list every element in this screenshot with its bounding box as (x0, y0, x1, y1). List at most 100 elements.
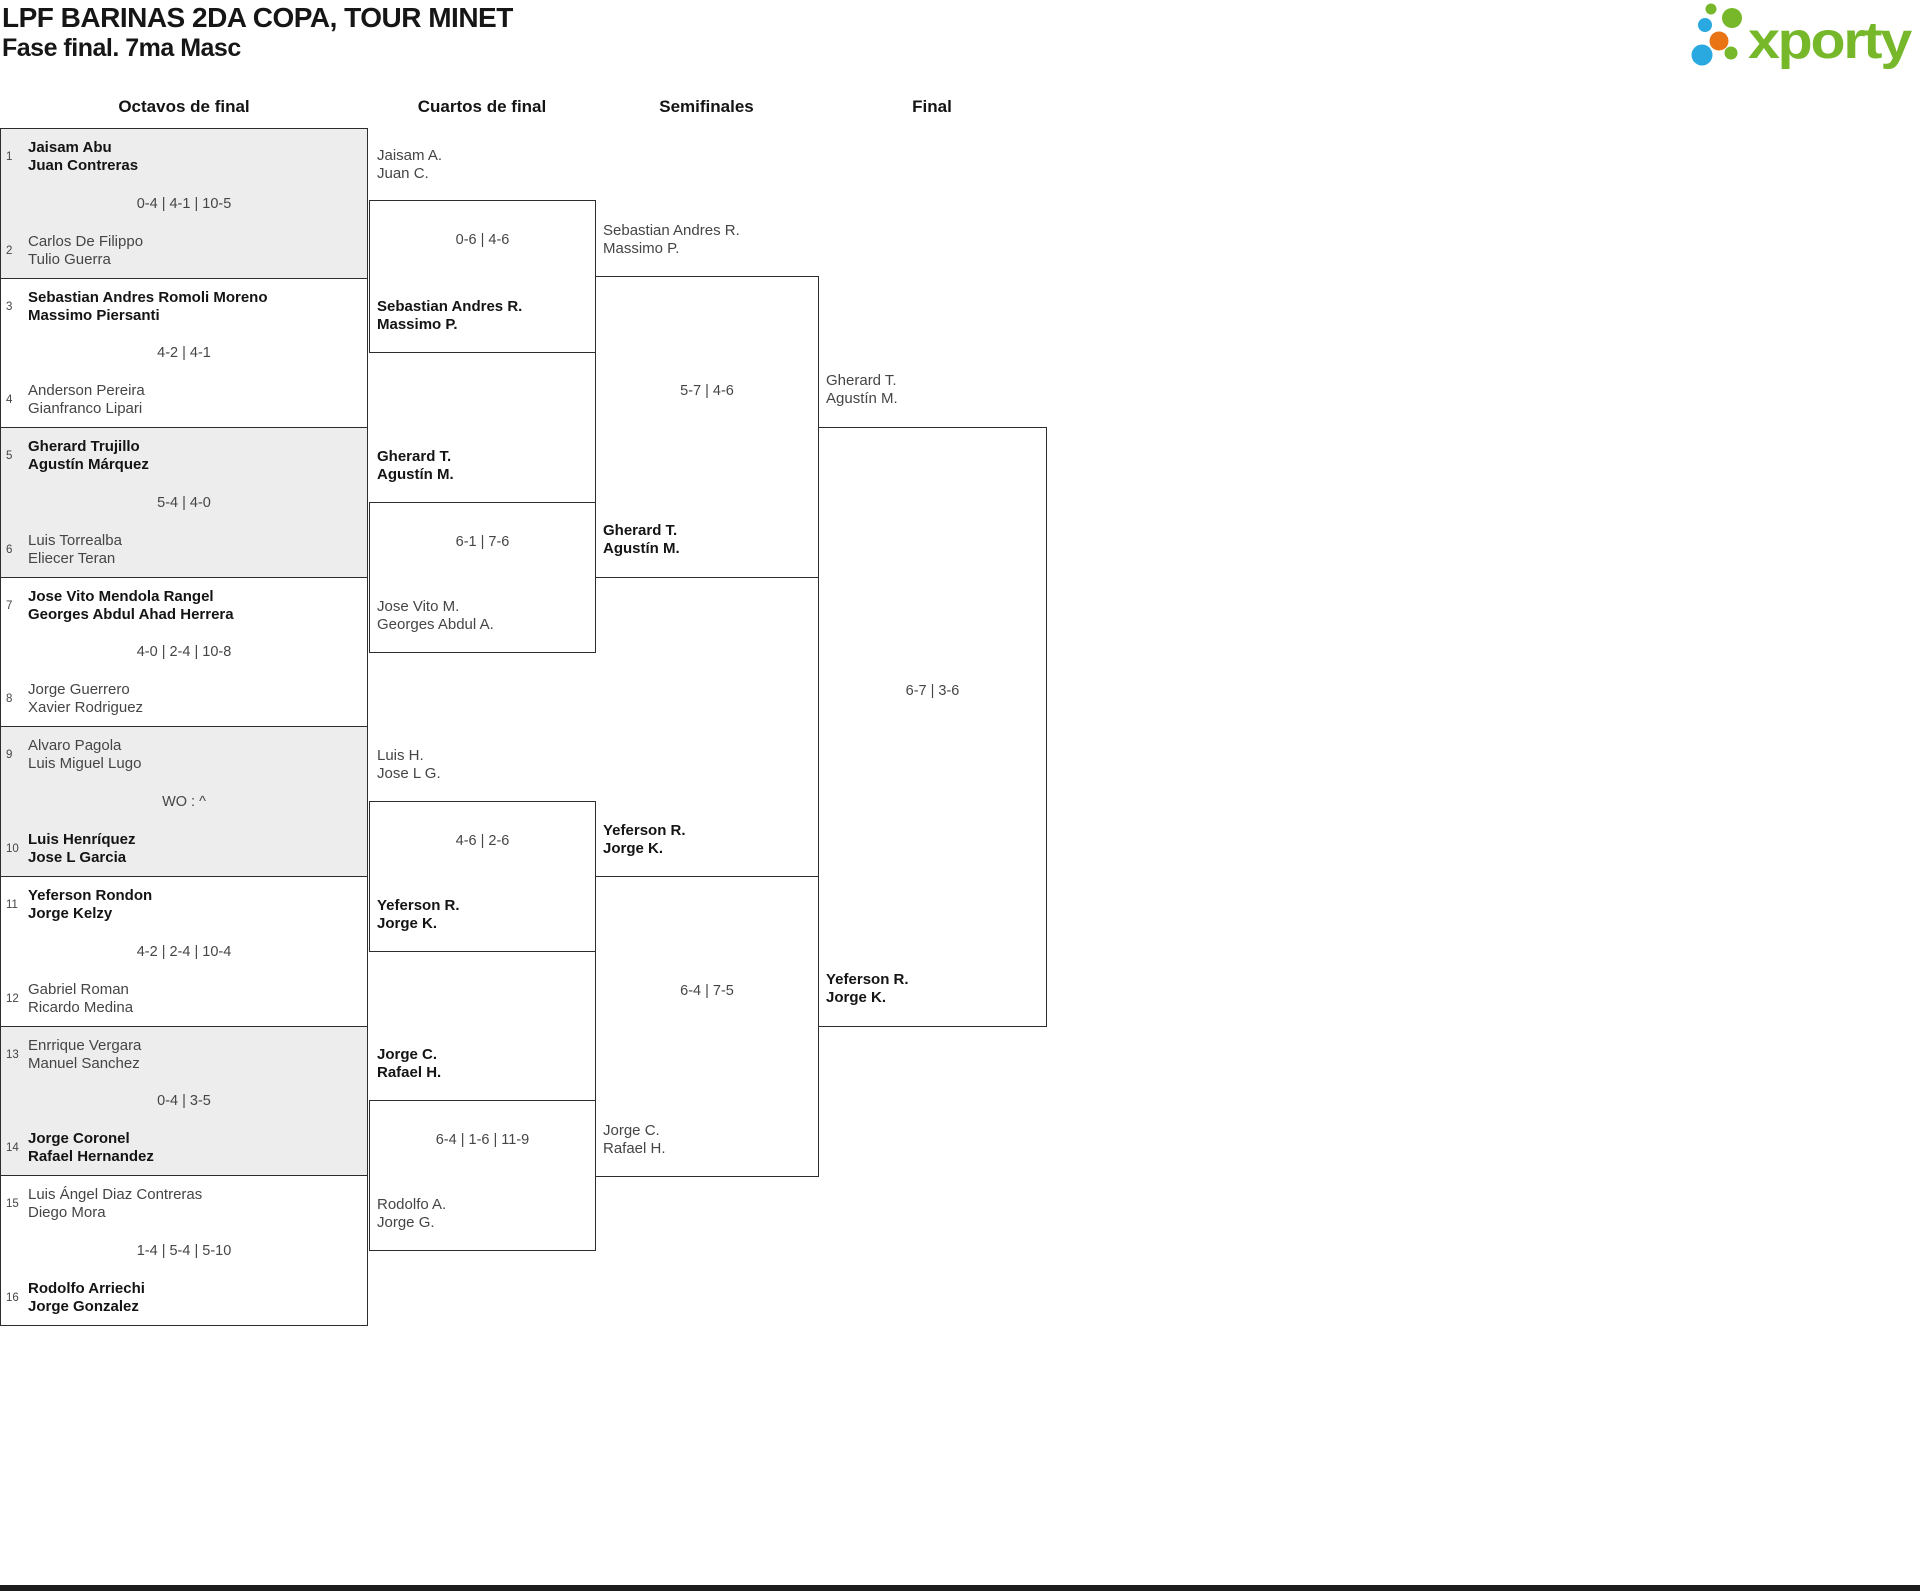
player-name: Gianfranco Lipari (28, 399, 143, 417)
player-name: Jorge Kelzy (28, 904, 113, 922)
player-name: Agustín M. (377, 465, 454, 483)
team-slot: 1 Jaisam Abu Juan Contreras (6, 139, 362, 174)
team-slot: 2 Carlos De Filippo Tulio Guerra (6, 233, 362, 268)
player-name: Luis Torrealba (28, 532, 122, 549)
team-names: Anderson Pereira Gianfranco Lipari (28, 382, 145, 417)
team-slot: 7 Jose Vito Mendola Rangel Georges Abdul… (6, 588, 362, 623)
logo-wordmark: xporty (1748, 12, 1912, 70)
team-slot: 12 Gabriel Roman Ricardo Medina (6, 981, 362, 1016)
team-slot: 8 Jorge Guerrero Xavier Rodriguez (6, 681, 362, 716)
player-name: Jorge Gonzalez (28, 1297, 139, 1315)
match-score: 6-1 | 7-6 (455, 534, 510, 550)
player-name: Rafael H. (603, 1139, 666, 1157)
player-name: Jose Vito M. (377, 598, 460, 615)
match-octavos-8[interactable]: 15 Luis Ángel Diaz Contreras Diego Mora … (0, 1175, 368, 1326)
seed-number: 2 (6, 244, 13, 257)
match-score: 0-4 | 3-5 (157, 1093, 211, 1109)
horizontal-scrollbar[interactable] (0, 1585, 1920, 1591)
team-names: Luis Torrealba Eliecer Teran (28, 532, 122, 567)
match-score: 5-7 | 4-6 (680, 383, 734, 399)
player-name: Luis H. (377, 747, 424, 764)
match-octavos-4[interactable]: 7 Jose Vito Mendola Rangel Georges Abdul… (0, 577, 368, 727)
player-name: Massimo P. (603, 239, 680, 257)
player-name: Agustín Márquez (28, 455, 149, 473)
player-name: Jose Vito Mendola Rangel (28, 588, 214, 605)
player-name: Rodolfo Arriechi (28, 1280, 145, 1297)
team-label: Yeferson R. Jorge K. (603, 822, 686, 857)
player-name: Sebastian Andres R. (603, 222, 740, 239)
round-header-semifinales: Semifinales (659, 97, 754, 116)
seed-number: 12 (6, 992, 19, 1005)
match-octavos-6[interactable]: 11 Yeferson Rondon Jorge Kelzy 4-2 | 2-4… (0, 876, 368, 1027)
player-name: Agustín M. (603, 539, 680, 557)
player-name: Alvaro Pagola (28, 737, 122, 754)
match-score: 4-2 | 4-1 (157, 345, 211, 361)
team-label: Jorge C. Rafael H. (377, 1046, 441, 1081)
player-name: Ricardo Medina (28, 998, 134, 1016)
player-name: Sebastian Andres Romoli Moreno (28, 289, 268, 306)
player-name: Agustín M. (826, 389, 898, 407)
team-label: Rodolfo A. Jorge G. (377, 1196, 446, 1231)
match-score: 1-4 | 5-4 | 5-10 (136, 1242, 232, 1259)
tournament-title: LPF BARINAS 2DA COPA, TOUR MINET (2, 2, 513, 33)
player-name: Juan Contreras (28, 156, 139, 174)
team-names: Jorge Guerrero Xavier Rodriguez (28, 681, 143, 716)
seed-number: 13 (6, 1048, 19, 1061)
seed-number: 8 (6, 692, 13, 705)
team-names: Jorge Coronel Rafael Hernandez (28, 1130, 154, 1165)
team-slot: 15 Luis Ángel Diaz Contreras Diego Mora (6, 1186, 362, 1221)
player-name: Jorge Coronel (28, 1130, 130, 1147)
round-header-cuartos: Cuartos de final (417, 97, 547, 116)
match-score: 0-4 | 4-1 | 10-5 (136, 195, 232, 212)
player-name: Gabriel Roman (28, 981, 129, 998)
match-octavos-1[interactable]: 1 Jaisam Abu Juan Contreras 0-4 | 4-1 | … (0, 128, 368, 279)
logo-dot-green-small (1705, 3, 1717, 15)
team-names: Alvaro Pagola Luis Miguel Lugo (28, 737, 141, 772)
player-name: Jorge K. (603, 839, 664, 857)
team-slot: 6 Luis Torrealba Eliecer Teran (6, 532, 362, 567)
seed-number: 9 (6, 748, 13, 761)
player-name: Gherard Trujillo (28, 438, 140, 455)
player-name: Georges Abdul Ahad Herrera (28, 605, 234, 623)
xporty-logo[interactable]: xporty (1686, 0, 1918, 74)
player-name: Jaisam A. (377, 147, 443, 164)
match-octavos-2[interactable]: 3 Sebastian Andres Romoli Moreno Massimo… (0, 278, 368, 428)
seed-number: 15 (6, 1197, 19, 1210)
player-name: Jaisam Abu (28, 139, 112, 156)
team-label: Sebastian Andres R. Massimo P. (603, 222, 740, 257)
team-names: Enrrique Vergara Manuel Sanchez (28, 1037, 141, 1072)
player-name: Juan C. (377, 164, 429, 182)
match-score: 4-6 | 2-6 (455, 833, 510, 849)
player-name: Gherard T. (603, 522, 678, 539)
player-name: Yeferson R. (377, 897, 460, 914)
team-slot: 9 Alvaro Pagola Luis Miguel Lugo (6, 737, 362, 772)
match-score: 4-2 | 2-4 | 10-4 (136, 943, 232, 960)
team-slot: 10 Luis Henríquez Jose L Garcia (6, 831, 362, 866)
player-name: Luis Ángel Diaz Contreras (28, 1186, 203, 1203)
team-label: Luis H. Jose L G. (377, 747, 441, 782)
logo-dot-green-large (1722, 8, 1742, 28)
match-octavos-3[interactable]: 5 Gherard Trujillo Agustín Márquez 5-4 |… (0, 427, 368, 578)
player-name: Xavier Rodriguez (28, 698, 144, 716)
player-name: Massimo P. (377, 315, 458, 333)
match-octavos-5[interactable]: 9 Alvaro Pagola Luis Miguel Lugo WO : ^ … (0, 726, 368, 877)
team-label: Gherard T. Agustín M. (603, 522, 680, 557)
seed-number: 3 (6, 300, 13, 313)
player-name: Jose L G. (377, 764, 441, 782)
player-name: Diego Mora (28, 1203, 106, 1221)
team-names: Sebastian Andres Romoli Moreno Massimo P… (28, 289, 267, 324)
round-header-final: Final (912, 97, 952, 116)
logo-dot-blue-small (1698, 18, 1712, 32)
player-name: Sebastian Andres R. (377, 298, 523, 315)
player-name: Jorge K. (377, 914, 438, 932)
match-final[interactable]: 6-7 | 3-6 (818, 427, 1047, 1027)
player-name: Eliecer Teran (28, 549, 116, 567)
phase-subtitle: Fase final. 7ma Masc (2, 34, 241, 62)
team-label: Sebastian Andres R. Massimo P. (377, 298, 522, 333)
player-name: Jose L Garcia (28, 848, 127, 866)
match-octavos-7[interactable]: 13 Enrrique Vergara Manuel Sanchez 0-4 |… (0, 1026, 368, 1176)
player-name: Luis Henríquez (28, 831, 136, 848)
team-label: Yeferson R. Jorge K. (377, 897, 460, 932)
match-score: 5-4 | 4-0 (157, 494, 211, 511)
